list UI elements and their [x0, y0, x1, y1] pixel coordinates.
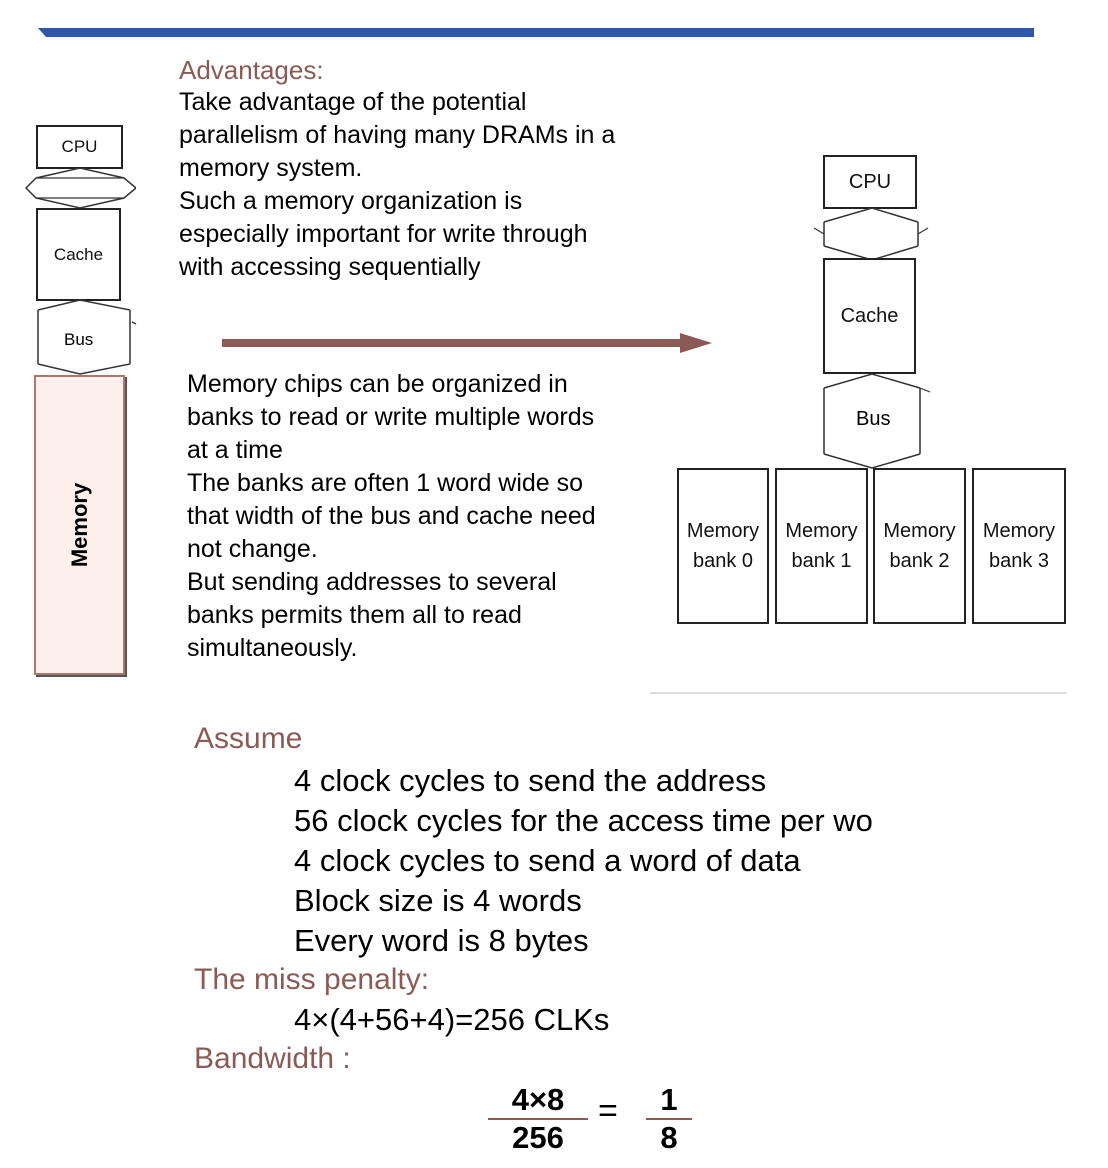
left-memory-box: Memory	[34, 375, 125, 675]
left-memory-label: Memory	[66, 482, 92, 568]
fraction-bar	[646, 1118, 692, 1120]
memory-bank-line2: bank 1	[791, 550, 852, 572]
assume-item: 56 clock cycles for the access time per …	[294, 803, 873, 838]
description-line: banks permits them all to read	[187, 601, 522, 629]
left-cache-label: Cache	[53, 244, 104, 264]
right-arrow	[222, 333, 712, 353]
assume-heading: Assume	[194, 722, 303, 755]
memory-bank-line1: Memory	[982, 520, 1056, 542]
description-line: not change.	[187, 535, 318, 563]
description-line: at a time	[187, 436, 283, 464]
left-cpu-cache-connector	[24, 167, 136, 209]
description-text: Memory chips can be organized in banks t…	[187, 368, 596, 665]
left-bus-label: Bus	[64, 330, 94, 349]
advantages-line: especially important for write through	[179, 220, 588, 248]
left-cpu-label: CPU	[61, 137, 98, 156]
description-line: simultaneously.	[187, 634, 358, 662]
left-numerator: 4×8	[511, 1082, 565, 1117]
advantages-line: Take advantage of the potential	[179, 88, 527, 116]
description-line: banks to read or write multiple words	[187, 403, 595, 431]
fraction-bar	[488, 1118, 588, 1120]
bandwidth-heading: Bandwidth :	[194, 1042, 351, 1075]
description-line: that width of the bus and cache need	[187, 502, 596, 530]
top-accent-bar	[38, 28, 1034, 37]
divider	[650, 692, 1067, 694]
assume-item: 4 clock cycles to send a word of data	[294, 843, 801, 878]
bandwidth-left-fraction: 4×8 256	[488, 1082, 588, 1156]
miss-penalty-formula: 4×(4+56+4)=256 CLKs	[294, 1002, 610, 1037]
memory-bank-line1: Memory	[785, 520, 858, 542]
memory-bank-line2: bank 0	[692, 550, 754, 572]
left-cache-box: Cache	[36, 208, 121, 301]
assume-item: Every word is 8 bytes	[294, 923, 589, 958]
description-line: Memory chips can be organized in	[187, 370, 568, 398]
advantages-line: parallelism of having many DRAMs in a	[179, 121, 616, 149]
assume-list: 4 clock cycles to send the address 56 cl…	[294, 761, 873, 961]
memory-bank-0: Memory bank 0	[677, 468, 769, 624]
right-bus-shape	[823, 373, 931, 469]
memory-bank-1: Memory bank 1	[775, 468, 868, 624]
memory-bank-line2: bank 3	[988, 550, 1050, 572]
advantages-heading: Advantages:	[179, 55, 324, 85]
right-cpu-cache-connector	[813, 207, 929, 261]
memory-bank-line1: Memory	[883, 520, 956, 542]
assume-item: Block size is 4 words	[294, 883, 582, 918]
right-cache-box: Cache	[823, 258, 916, 374]
memory-bank-line1: Memory	[686, 520, 760, 542]
advantages-text: Take advantage of the potential parallel…	[179, 86, 615, 284]
bandwidth-equals: =	[598, 1092, 618, 1130]
right-cpu-box: CPU	[823, 155, 917, 209]
right-bus-label: Bus	[856, 408, 891, 430]
memory-bank-line2: bank 2	[889, 550, 950, 572]
advantages-line: memory system.	[179, 154, 363, 182]
right-denominator: 8	[660, 1120, 678, 1155]
left-denominator: 256	[512, 1120, 564, 1155]
left-bus-shape	[37, 299, 137, 375]
right-cpu-label: CPU	[848, 170, 892, 193]
right-cache-label: Cache	[840, 304, 899, 327]
memory-bank-2: Memory bank 2	[873, 468, 966, 624]
assume-item: 4 clock cycles to send the address	[294, 763, 767, 798]
description-line: But sending addresses to several	[187, 568, 557, 596]
memory-bank-3: Memory bank 3	[972, 468, 1066, 624]
advantages-line: Such a memory organization is	[179, 187, 523, 215]
advantages-line: with accessing sequentially	[179, 253, 481, 281]
left-cpu-box: CPU	[36, 125, 123, 169]
right-numerator: 1	[660, 1082, 678, 1117]
bandwidth-right-fraction: 1 8	[646, 1082, 692, 1156]
miss-penalty-heading: The miss penalty:	[194, 963, 430, 996]
description-line: The banks are often 1 word wide so	[187, 469, 584, 497]
